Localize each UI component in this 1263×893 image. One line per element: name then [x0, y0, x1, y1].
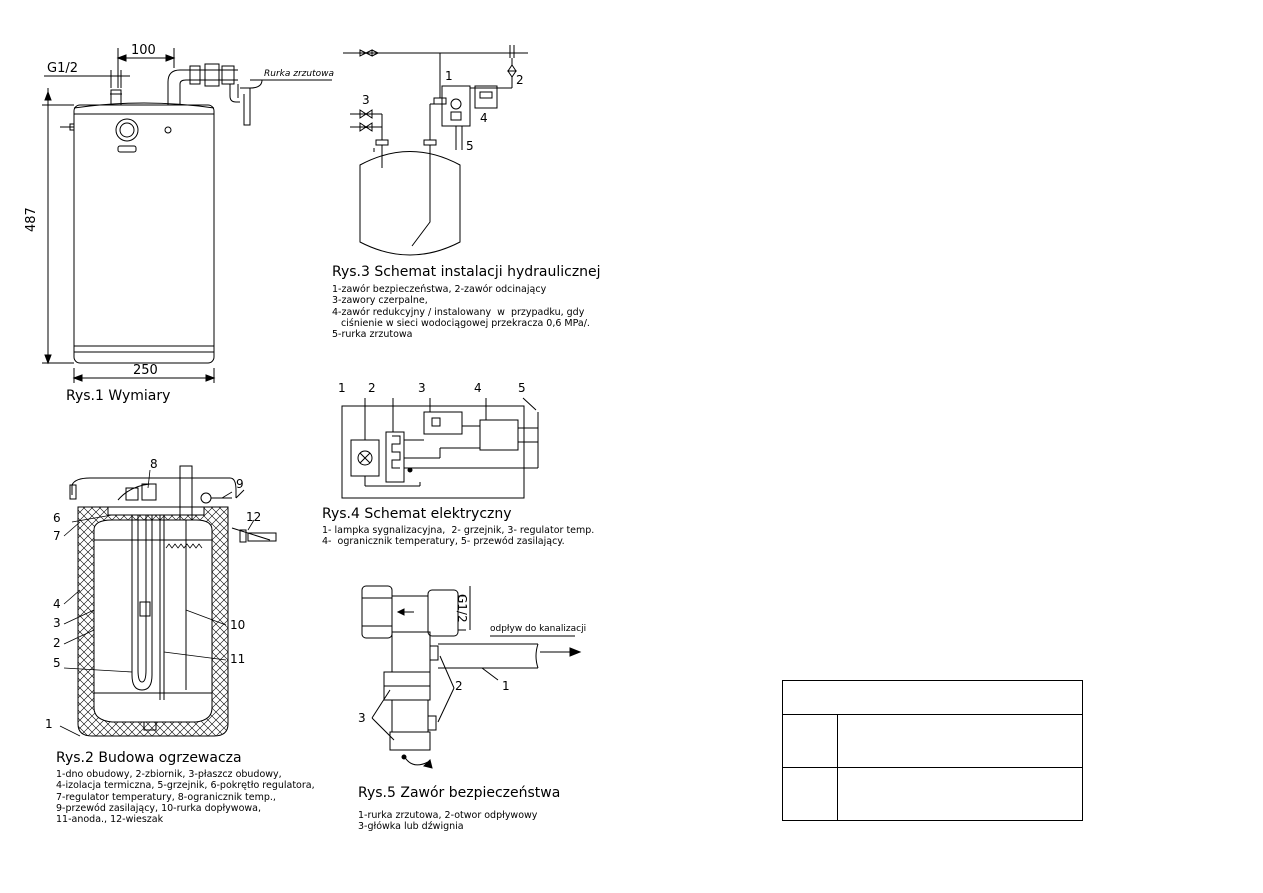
fig2-callout-1: 1: [45, 717, 53, 731]
fig3-hydraulic-scheme: [343, 45, 528, 256]
fig1-dimension-lines: [42, 48, 216, 383]
fig1-dim-width: 250: [133, 363, 158, 378]
fig2-hanger: [231, 489, 277, 543]
fig3-callout-3: 3: [362, 93, 370, 107]
fig2-leaders: [59, 469, 255, 737]
fig1-dim-thread: G1/2: [47, 61, 78, 76]
fig2-callout-5: 5: [53, 656, 61, 670]
fig1-heater-outline: [60, 63, 332, 364]
fig5-callout-2: 2: [455, 679, 463, 693]
fig2-caption: Rys.2 Budowa ogrzewacza: [56, 750, 242, 766]
fig2-callout-7: 7: [53, 529, 61, 543]
fig2-legend: 1-dno obudowy, 2-zbiornik, 3-płaszcz obu…: [56, 769, 315, 826]
fig1-caption: Rys.1 Wymiary: [66, 388, 171, 404]
fig4-caption: Rys.4 Schemat elektryczny: [322, 506, 512, 522]
fig3-callout-4: 4: [480, 111, 488, 125]
table-column-divider: [837, 714, 838, 821]
fig1-dim-height: 487: [24, 207, 39, 232]
fig2-callout-3: 3: [53, 616, 61, 630]
fig5-legend: 1-rurka zrzutowa, 2-otwor odpływowy 3-gł…: [358, 810, 538, 833]
fig4-electrical-scheme: [341, 397, 539, 499]
fig2-callout-6: 6: [53, 511, 61, 525]
fig2-heater-section: [69, 465, 237, 737]
fig4-callout-3: 3: [418, 381, 426, 395]
table-header: [783, 681, 1082, 715]
fig2-callout-12: 12: [246, 510, 262, 524]
empty-table: [782, 680, 1083, 821]
fig3-legend: 1-zawór bezpieczeństwa, 2-zawór odcinają…: [332, 284, 590, 341]
fig4-callout-5: 5: [518, 381, 526, 395]
fig5-thread-label: G1/2: [455, 594, 469, 623]
fig5-drain-label: odpływ do kanalizacji: [490, 624, 587, 634]
fig2-callout-2: 2: [53, 636, 61, 650]
fig3-callout-1: 1: [445, 69, 453, 83]
fig2-callout-8: 8: [150, 457, 158, 471]
fig5-callout-1: 1: [502, 679, 510, 693]
fig2-callout-11: 11: [230, 652, 246, 666]
fig2-callout-10: 10: [230, 618, 246, 632]
fig3-callout-5: 5: [466, 139, 474, 153]
fig5-callout-3: 3: [358, 711, 366, 725]
fig3-caption: Rys.3 Schemat instalacji hydraulicznej: [332, 264, 601, 280]
fig4-callout-4: 4: [474, 381, 482, 395]
fig4-callout-1: 1: [338, 381, 346, 395]
fig2-callout-4: 4: [53, 597, 61, 611]
fig1-pipe-label: Rurka zrzutowa: [264, 69, 335, 79]
fig5-safety-valve: [361, 585, 582, 769]
fig5-caption: Rys.5 Zawór bezpieczeństwa: [358, 785, 561, 801]
fig3-callout-2: 2: [516, 73, 524, 87]
fig1-dim-100: 100: [131, 43, 156, 58]
table-row: [783, 714, 1082, 768]
fig2-callout-9: 9: [236, 477, 244, 491]
fig4-legend: 1- lampka sygnalizacyjna, 2- grzejnik, 3…: [322, 525, 595, 548]
fig4-callout-2: 2: [368, 381, 376, 395]
